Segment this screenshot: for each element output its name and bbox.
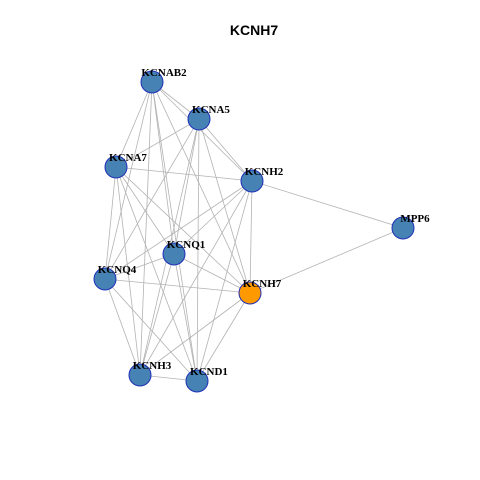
edge-kcnab2-kcnd1 [151, 81, 198, 382]
edge-kcnab2-kcnh3 [139, 81, 153, 376]
edge-kcna5-kcnh2 [198, 118, 253, 182]
edge-kcnab2-kcnh2 [151, 81, 253, 182]
label-layer: KCNAB2KCNA5KCNA7KCNH2MPP6KCNQ1KCNQ4KCNH7… [98, 67, 430, 378]
node-kcnd1 [185, 369, 209, 393]
edge-kcnab2-kcnq4 [104, 81, 153, 280]
edge-kcna5-kcnq1 [173, 118, 200, 255]
edge-kcnh2-kcnh7 [249, 180, 253, 294]
node-kcnh3 [128, 363, 152, 387]
node-label-kcnd1: KCND1 [190, 366, 228, 378]
edge-kcnh2-mpp6 [251, 180, 404, 229]
edge-kcnh2-kcnq1 [173, 180, 253, 255]
edge-kcnh2-kcnd1 [196, 180, 253, 382]
edge-kcnq4-kcnh3 [104, 278, 141, 376]
node-layer [93, 70, 415, 393]
edge-kcna7-kcnh2 [115, 166, 253, 182]
edge-kcna5-kcnq4 [104, 118, 200, 280]
node-kcnq4 [93, 267, 117, 291]
node-label-kcnq1: KCNQ1 [167, 239, 206, 251]
diagram-title: KCNH7 [230, 22, 278, 38]
edge-kcnh2-kcnq4 [104, 180, 253, 280]
node-label-kcnh2: KCNH2 [245, 166, 284, 178]
node-kcna5 [187, 107, 211, 131]
node-mpp6 [391, 216, 415, 240]
node-label-kcna7: KCNA7 [109, 152, 147, 164]
node-kcnh7 [238, 281, 262, 305]
edge-kcna5-kcnd1 [196, 118, 200, 382]
node-label-kcnq4: KCNQ4 [98, 264, 137, 276]
node-kcnq1 [162, 242, 186, 266]
edge-kcnq1-kcnh3 [139, 253, 175, 376]
edge-kcna5-kcnh7 [198, 118, 251, 294]
edge-kcnq1-kcnh7 [173, 253, 251, 294]
node-label-kcnab2: KCNAB2 [141, 67, 187, 79]
edge-kcnab2-kcnh7 [151, 81, 251, 294]
edge-kcnab2-kcnq1 [151, 81, 175, 255]
node-label-kcnh3: KCNH3 [133, 360, 172, 372]
node-label-kcnh7: KCNH7 [243, 278, 282, 290]
edge-kcnh7-kcnd1 [196, 292, 251, 382]
edge-kcnab2-kcna7 [115, 81, 153, 168]
edge-kcna7-kcnd1 [115, 166, 198, 382]
node-kcnh2 [240, 169, 264, 193]
edge-kcnq1-kcnq4 [104, 253, 175, 280]
edge-kcnq4-kcnh7 [104, 278, 251, 294]
node-label-mpp6: MPP6 [400, 213, 430, 225]
edge-kcna7-kcnq4 [104, 166, 117, 280]
edge-kcnq1-kcnd1 [173, 253, 198, 382]
node-kcna7 [104, 155, 128, 179]
node-label-kcna5: KCNA5 [192, 104, 230, 116]
node-kcnab2 [140, 70, 164, 94]
edge-kcna7-kcnh7 [115, 166, 251, 294]
edge-kcnq4-kcnd1 [104, 278, 198, 382]
edge-kcna5-kcna7 [115, 118, 200, 168]
edge-kcnh2-kcnh3 [139, 180, 253, 376]
edge-kcnh7-kcnh3 [139, 292, 251, 376]
edge-mpp6-kcnh7 [249, 227, 404, 294]
